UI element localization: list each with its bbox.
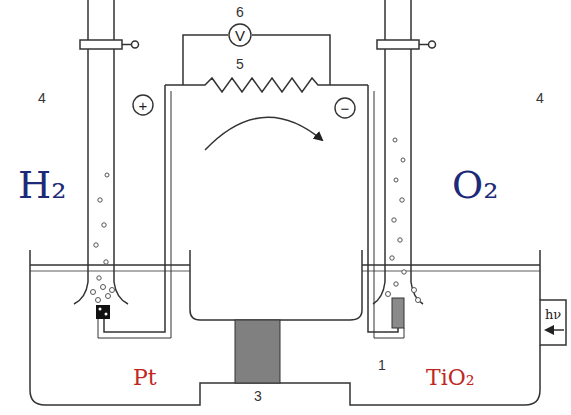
callout-number: 4 [536, 91, 544, 105]
voltmeter-symbol: V [228, 23, 252, 47]
callout-number: 6 [236, 5, 244, 19]
callout-number: 4 [38, 91, 46, 105]
node-text: + [139, 98, 148, 113]
gas-label: H₂ [18, 166, 66, 204]
electrode-label: Pt [133, 367, 157, 389]
light-label: hν [545, 308, 561, 321]
callout-number: 3 [254, 389, 262, 403]
node-text: − [341, 101, 350, 116]
electrode-label: TiO₂ [426, 367, 475, 389]
polarity-circle: − [334, 97, 356, 119]
gas-label: O₂ [452, 166, 498, 204]
node-text: V [235, 28, 245, 43]
polarity-circle: + [132, 94, 154, 116]
callout-number: 1 [378, 358, 386, 372]
callout-number: 5 [236, 57, 244, 71]
